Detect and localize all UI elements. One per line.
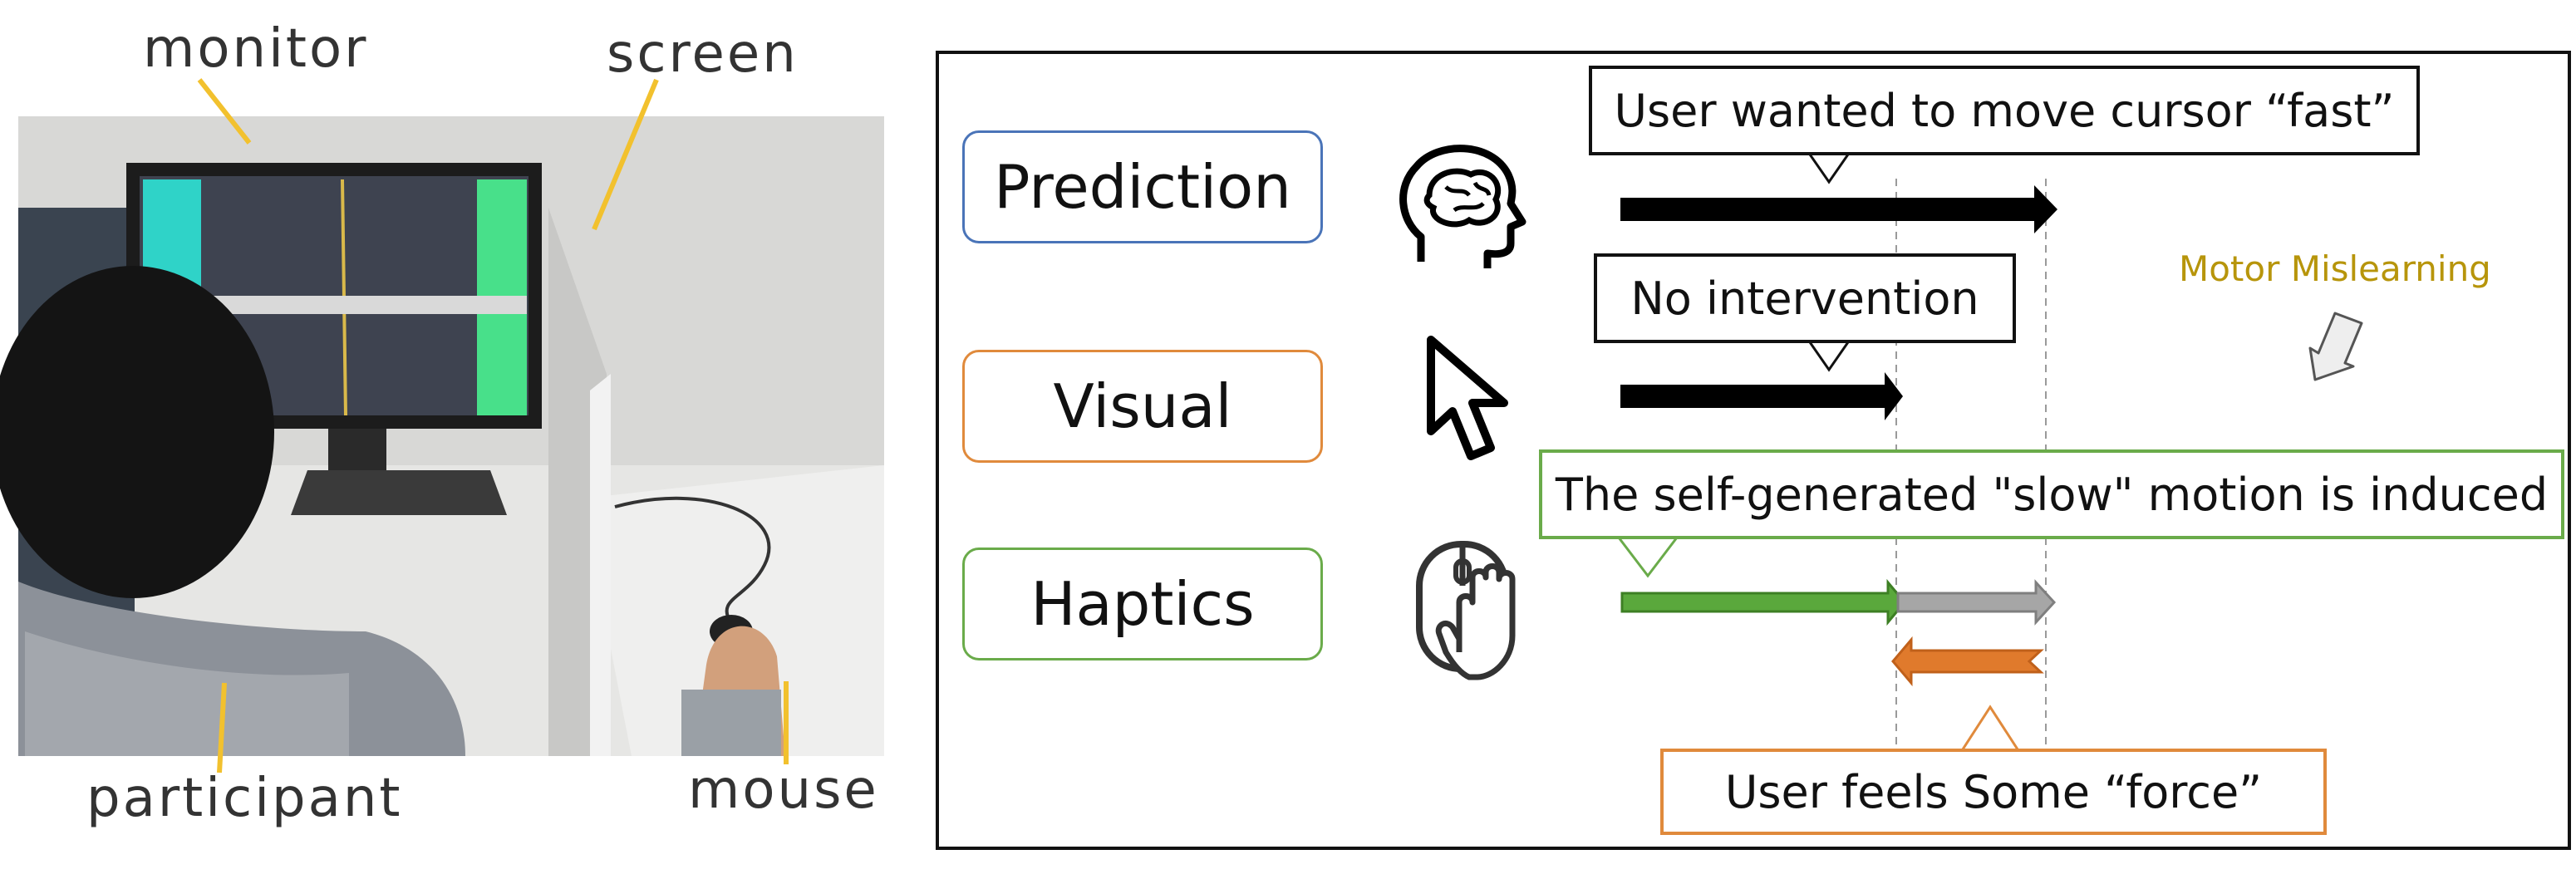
prediction-arrow (1620, 185, 2057, 233)
visual-callout: No intervention (1594, 253, 2016, 343)
prediction-callout-text: User wanted to move cursor “fast” (1614, 84, 2395, 137)
monitor-label: monitor (143, 18, 369, 80)
visual-callout-pointer (1806, 338, 1852, 372)
haptics-callout: The self-generated "slow" motion is indu… (1539, 449, 2564, 539)
visual-arrow (1620, 372, 1903, 420)
prediction-label: Prediction (994, 152, 1291, 222)
prediction-box: Prediction (962, 130, 1323, 243)
hand-on-mouse-icon (1409, 536, 1542, 685)
force-callout-pointer (1959, 705, 2022, 754)
haptics-label: Haptics (1030, 569, 1255, 639)
conflict-diagram: Prediction Visual Haptics (936, 51, 2571, 850)
screen-label: screen (607, 23, 799, 85)
brain-head-icon (1396, 137, 1529, 278)
force-callout-text: User feels Some “force” (1724, 765, 2263, 818)
cursor-arrow-icon (1419, 333, 1527, 466)
experiment-photo-panel: monitor screen participant mouse (0, 0, 914, 879)
prediction-callout: User wanted to move cursor “fast” (1589, 66, 2420, 155)
haptics-green-arrow (1620, 578, 1906, 626)
haptics-callout-pointer (1615, 536, 1680, 578)
mouse-label: mouse (688, 759, 879, 821)
prediction-callout-pointer (1806, 150, 1852, 184)
haptics-box: Haptics (962, 548, 1323, 660)
motor-mislearning-label: Motor Mislearning (2179, 248, 2491, 289)
haptics-callout-text: The self-generated "slow" motion is indu… (1555, 468, 2549, 521)
mislearning-down-arrow (2308, 312, 2363, 381)
visual-box: Visual (962, 350, 1323, 463)
force-callout: User feels Some “force” (1660, 749, 2327, 835)
haptics-gray-arrow (1896, 579, 2057, 626)
mislearning-arrow (2285, 317, 2368, 366)
experiment-photo (0, 78, 884, 773)
force-orange-arrow (1891, 636, 2044, 687)
visual-callout-text: No intervention (1630, 272, 1979, 325)
participant-label: participant (86, 768, 403, 829)
visual-label: Visual (1053, 371, 1232, 441)
